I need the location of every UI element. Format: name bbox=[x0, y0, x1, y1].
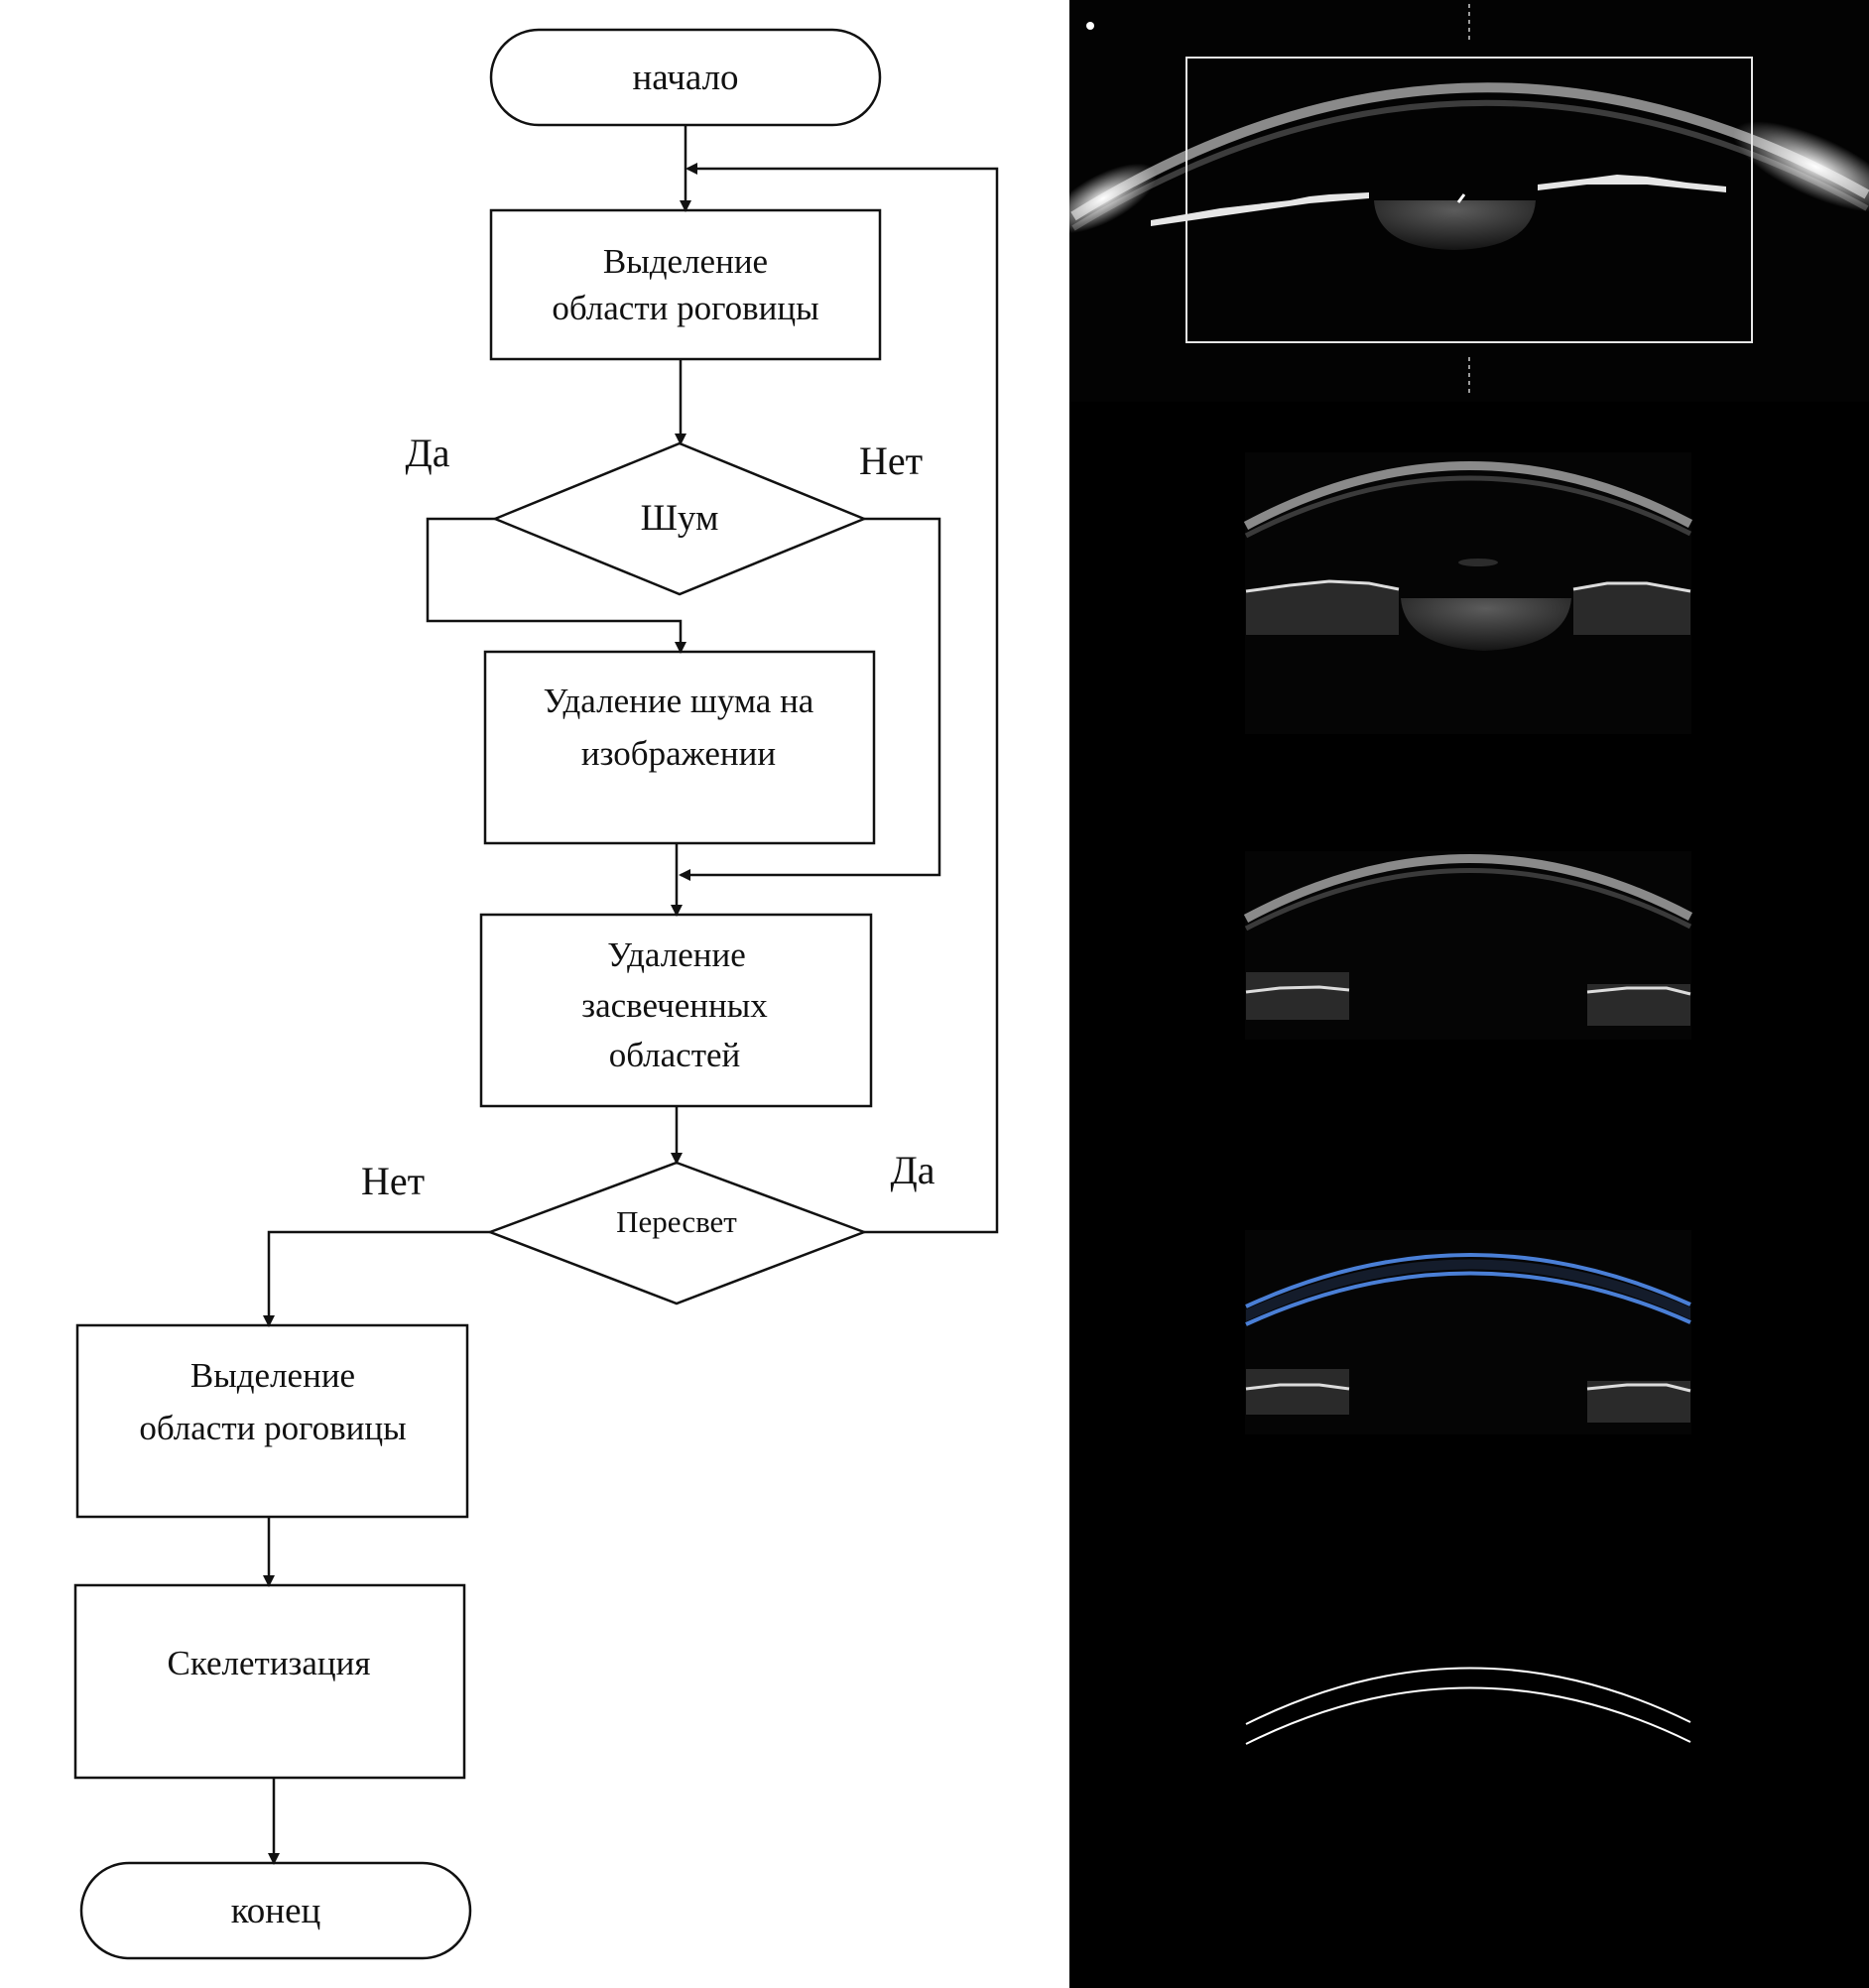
edge-label-noise-no: Нет bbox=[859, 438, 923, 483]
corneal-region-2-label-line1: Выделение bbox=[190, 1356, 355, 1395]
start-label: начало bbox=[632, 58, 738, 98]
iris-band-left bbox=[1151, 192, 1369, 226]
corner-marker-dot bbox=[1086, 22, 1094, 30]
corneal-region-2-label-line2: области роговицы bbox=[139, 1409, 406, 1447]
decision-overexposure bbox=[486, 1161, 868, 1305]
oct-scan-contours bbox=[1245, 1230, 1691, 1434]
overexposed-removal-label-line1: Удаление bbox=[607, 935, 746, 974]
posterior-contour bbox=[1245, 1271, 1691, 1326]
end-label: конец bbox=[231, 1891, 321, 1931]
overexposed-removal-label-line2: засвеченных bbox=[581, 986, 768, 1025]
iris-band-right bbox=[1538, 175, 1726, 192]
noise-removal-label-line1: Удаление шума на bbox=[544, 682, 814, 720]
process-overexposed-removal bbox=[479, 913, 873, 1108]
skeleton-line-anterior bbox=[1245, 1667, 1691, 1725]
flowchart bbox=[73, 28, 999, 1960]
noise-decision-label: Шум bbox=[641, 498, 719, 539]
edge-label-noise-yes: Да bbox=[405, 431, 449, 475]
specular-flare-right bbox=[1732, 121, 1869, 212]
overexposed-removal-label-line3: областей bbox=[609, 1036, 741, 1074]
oct-image-panel bbox=[1049, 0, 1869, 1988]
edge-loop-back bbox=[685, 163, 999, 1234]
contour-iris-left bbox=[1246, 1369, 1349, 1415]
oct-scan-overexposure-removed bbox=[1243, 851, 1693, 1040]
overexposure-decision-label: Пересвет bbox=[616, 1204, 737, 1239]
decision-noise bbox=[491, 441, 868, 596]
corneal-region-1-label-line1: Выделение bbox=[603, 242, 768, 281]
cleaned-cornea-arc bbox=[1243, 854, 1693, 923]
oct-scan-original bbox=[1049, 0, 1869, 402]
oct-scan-skeleton bbox=[1245, 1667, 1691, 1745]
anterior-contour bbox=[1245, 1253, 1691, 1308]
residual-iris-left bbox=[1246, 972, 1349, 1020]
oct-scan-cropped bbox=[1243, 452, 1693, 734]
skeletonization-label: Скелетизация bbox=[168, 1644, 371, 1682]
noise-removal-label-line2: изображении bbox=[581, 734, 776, 773]
cropped-iris-right bbox=[1573, 583, 1690, 635]
edge-noise-yes bbox=[426, 517, 686, 654]
edge-label-overexposure-no: Нет bbox=[361, 1159, 425, 1203]
cropped-iris-left bbox=[1246, 581, 1399, 635]
cropped-lens bbox=[1401, 598, 1571, 651]
roi-rectangle bbox=[1185, 57, 1753, 343]
edge-label-overexposure-yes: Да bbox=[890, 1148, 934, 1192]
process-corneal-region-1 bbox=[489, 208, 882, 361]
edge-overexposure-no bbox=[263, 1230, 490, 1327]
corneal-region-1-label-line2: области роговицы bbox=[552, 289, 818, 327]
cropped-cornea-arc bbox=[1243, 461, 1693, 530]
skeleton-line-posterior bbox=[1245, 1686, 1691, 1745]
specular-flare-left bbox=[1049, 163, 1158, 234]
edge-noise-no bbox=[679, 517, 941, 881]
lens-region bbox=[1374, 200, 1536, 250]
